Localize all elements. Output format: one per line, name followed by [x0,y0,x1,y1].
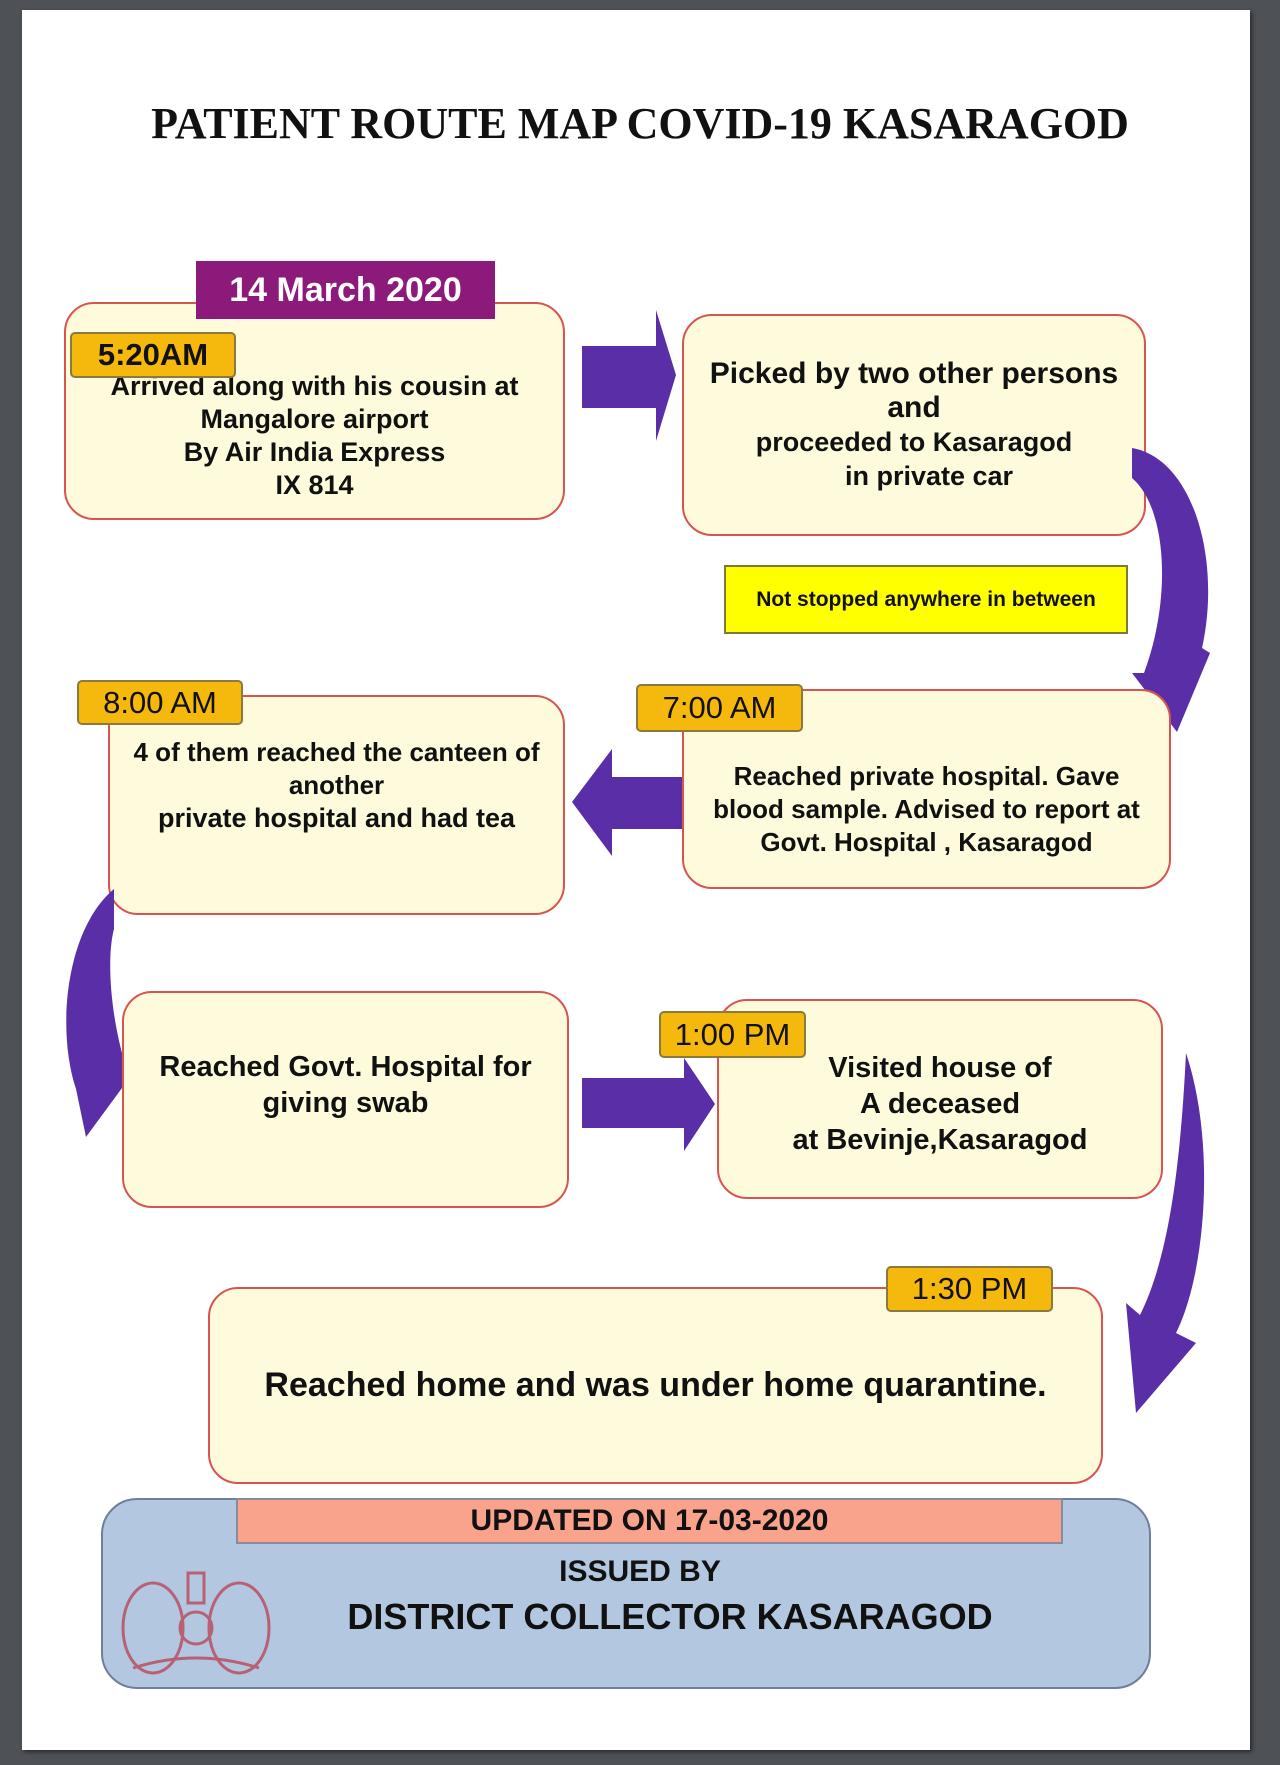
step-box-4: 4 of them reached the canteen of another… [108,695,565,915]
step-text: A deceased [859,1088,1021,1120]
step-text: Visited house of [828,1052,1052,1084]
step-text: proceeded to Kasaragod [755,427,1073,457]
time-badge: 1:30 PM [886,1266,1053,1312]
step-box-5: Reached Govt. Hospital for giving swab [122,991,569,1208]
step-box-6: Visited house of A deceased at Bevinje,K… [717,999,1163,1199]
step-text: blood sample. Advised to report at [713,793,1140,824]
step-box-7: Reached home and was under home quaranti… [208,1287,1103,1484]
updated-banner: UPDATED ON 17-03-2020 [236,1498,1063,1544]
time-badge: 7:00 AM [636,684,803,732]
step-box-2: Picked by two other persons and proceede… [682,314,1146,536]
arrow-right-icon [582,310,676,441]
time-badge: 8:00 AM [77,680,243,725]
step-text: IX 814 [275,470,354,500]
time-badge: 1:00 PM [659,1011,806,1058]
step-text: Govt. Hospital , Kasaragod [760,826,1093,857]
arrow-left-icon [572,749,682,856]
curved-arrow-down-icon [66,889,136,1137]
step-text: another [288,769,385,800]
issued-by-label: ISSUED BY [559,1555,721,1588]
time-badge: 5:20AM [70,332,236,378]
step-text: at Bevinje,Kasaragod [792,1124,1088,1156]
step-text: Picked by two other persons [709,357,1119,390]
step-text: 4 of them reached the canteen of [133,736,540,767]
step-text: Reached private hospital. Gave [733,760,1120,791]
date-badge: 14 March 2020 [196,261,495,319]
step-text: giving swab [262,1086,429,1119]
step-text: Reached Govt. Hospital for [159,1050,532,1083]
step-text: Reached home and was under home quaranti… [264,1366,1047,1404]
step-text: and [887,391,941,424]
page-title: PATIENT ROUTE MAP COVID-19 KASARAGOD [151,99,1129,148]
step-box-3: Reached private hospital. Gave blood sam… [682,689,1171,889]
arrow-right-icon [582,1058,715,1151]
step-text: Mangalore airport [200,404,429,434]
curved-arrow-down-icon [1132,448,1210,732]
note-label: Not stopped anywhere in between [724,565,1128,634]
step-text: private hospital and had tea [157,802,516,833]
state-emblem-seal [121,1571,271,1675]
curved-arrow-down-icon [1126,1053,1205,1413]
step-text: By Air India Express [183,437,446,467]
step-text: in private car [844,461,1014,491]
issuer-name: DISTRICT COLLECTOR KASARAGOD [347,1596,993,1637]
